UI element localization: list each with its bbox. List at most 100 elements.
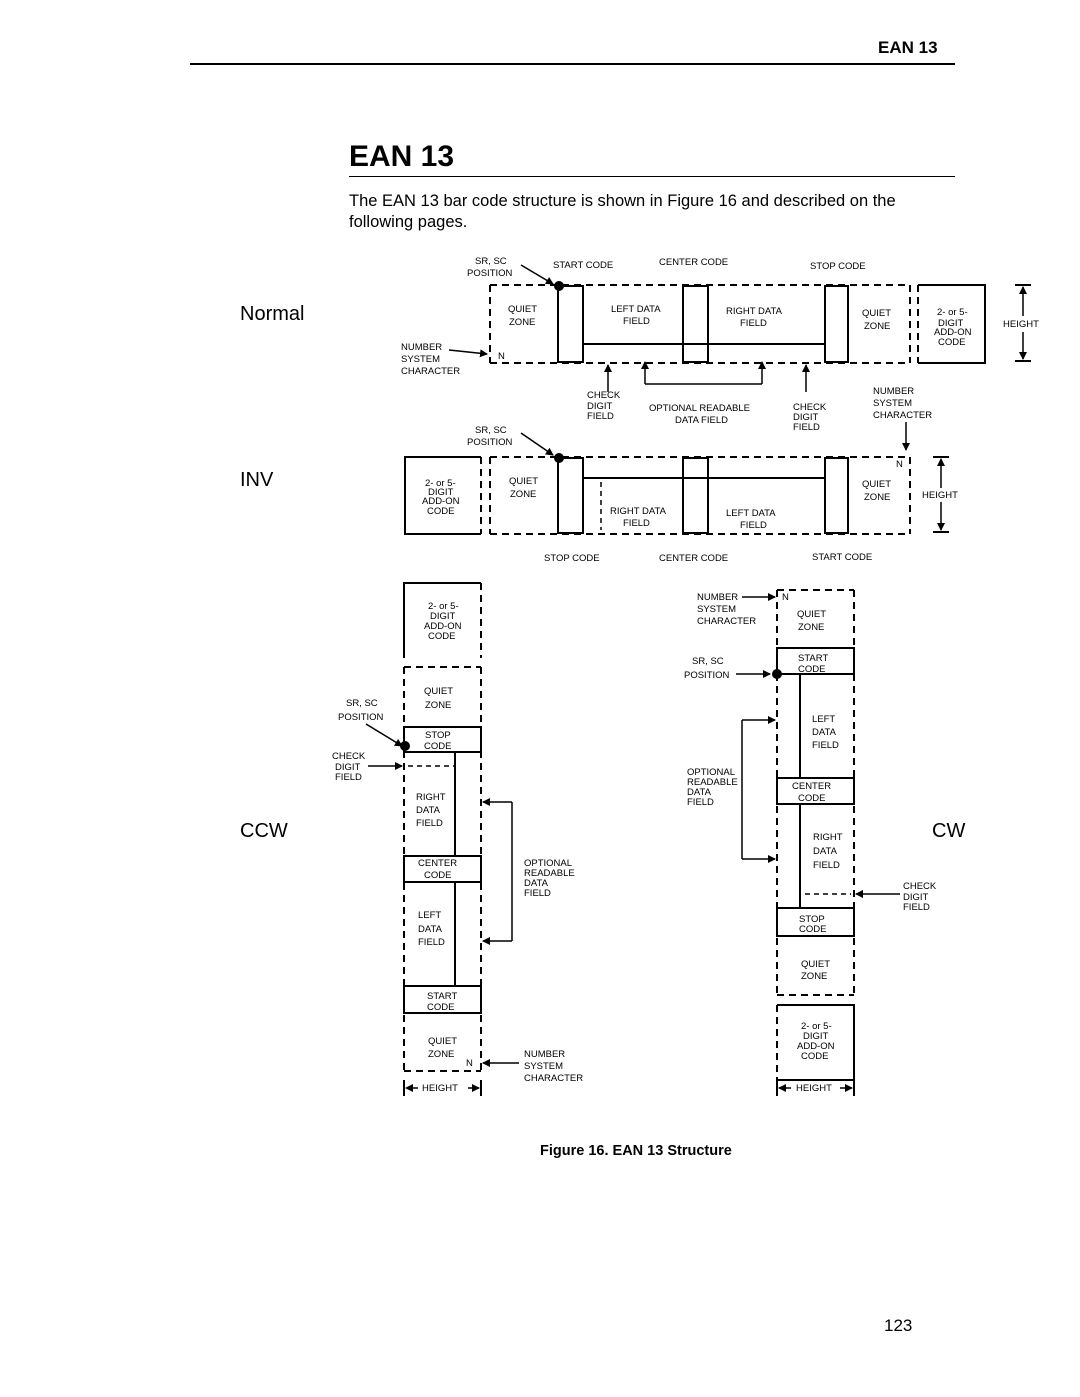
- cw-opt-1: OPTIONAL: [687, 767, 735, 778]
- normal-check-b-2: DIGIT: [793, 412, 819, 423]
- cw-check-3: FIELD: [903, 902, 930, 913]
- ccw-right: RIGHT: [416, 792, 446, 803]
- cw-addon-3: ADD-ON: [797, 1041, 835, 1052]
- normal-check-b-3: FIELD: [793, 422, 820, 433]
- inv-right-field: FIELD: [623, 518, 650, 529]
- normal-optional-1: OPTIONAL READABLE: [649, 403, 750, 414]
- figure-caption: Figure 16. EAN 13 Structure: [540, 1143, 732, 1159]
- cw-opt-4: FIELD: [687, 797, 714, 808]
- ccw-zone-top: ZONE: [425, 700, 451, 711]
- ccw-quiet-top: QUIET: [424, 686, 453, 697]
- ccw-center: CENTER: [418, 858, 457, 869]
- inv-diagram: [404, 432, 949, 535]
- normal-addon-3: ADD-ON: [934, 327, 972, 338]
- inv-addon-4: CODE: [427, 506, 454, 517]
- ccw-left-field: FIELD: [418, 937, 445, 948]
- cw-nsc-2: SYSTEM: [697, 604, 736, 615]
- ccw-opt-2: READABLE: [524, 868, 575, 879]
- cw-center: CENTER: [792, 781, 831, 792]
- normal-check-2: DIGIT: [587, 401, 613, 412]
- ccw-left: LEFT: [418, 910, 441, 921]
- ccw-n: N: [466, 1058, 473, 1069]
- ccw-opt-4: FIELD: [524, 888, 551, 899]
- cw-center-code: CODE: [798, 793, 825, 804]
- normal-position: POSITION: [467, 268, 513, 279]
- ccw-height: HEIGHT: [422, 1083, 458, 1094]
- inv-height: HEIGHT: [922, 490, 958, 501]
- normal-nsc-2: SYSTEM: [401, 354, 440, 365]
- normal-quiet-right: QUIET: [862, 308, 891, 319]
- cw-right-field: FIELD: [813, 860, 840, 871]
- cw-left-field: FIELD: [812, 740, 839, 751]
- inv-labels: SR, SC POSITION 2- or 5- DIGIT ADD-ON CO…: [422, 425, 958, 564]
- ccw-zone-bottom: ZONE: [428, 1049, 454, 1060]
- normal-right-data: RIGHT DATA: [726, 306, 783, 317]
- normal-height: HEIGHT: [1003, 319, 1039, 330]
- label-inv: INV: [240, 469, 274, 491]
- cw-check-2: DIGIT: [903, 892, 929, 903]
- normal-n: N: [498, 351, 505, 362]
- cw-zone-bottom: ZONE: [801, 971, 827, 982]
- cw-right-data: DATA: [813, 846, 838, 857]
- normal-addon-1: 2- or 5-: [937, 307, 968, 318]
- cw-nsc-3: CHARACTER: [697, 616, 756, 627]
- inv-position: POSITION: [467, 437, 513, 448]
- normal-start-code: START CODE: [553, 260, 613, 271]
- ccw-diagram: [365, 582, 519, 1096]
- ccw-check-2: DIGIT: [335, 762, 361, 773]
- cw-zone-top: ZONE: [798, 622, 824, 633]
- ccw-addon-2: DIGIT: [430, 611, 456, 622]
- ccw-stop-code: CODE: [424, 741, 451, 752]
- inv-start-code: START CODE: [812, 552, 872, 563]
- ccw-check-1: CHECK: [332, 751, 366, 762]
- normal-sr-sc: SR, SC: [475, 256, 507, 267]
- inv-zone-right: ZONE: [864, 492, 890, 503]
- ccw-opt-3: DATA: [524, 878, 549, 889]
- inv-stop-code: STOP CODE: [544, 553, 600, 564]
- cw-height: HEIGHT: [796, 1083, 832, 1094]
- cw-diagram: [736, 589, 900, 1096]
- label-cw: CW: [932, 820, 966, 842]
- normal-nsc-3: CHARACTER: [401, 366, 460, 377]
- inv-addon-2: DIGIT: [428, 487, 454, 498]
- normal-nsc-b-3: CHARACTER: [873, 410, 932, 421]
- cw-n: N: [782, 592, 789, 603]
- section-title: EAN 13: [349, 140, 455, 173]
- page-number: 123: [884, 1316, 913, 1335]
- inv-addon-3: ADD-ON: [422, 496, 460, 507]
- normal-zone-right: ZONE: [864, 321, 890, 332]
- normal-zone-left: ZONE: [509, 317, 535, 328]
- ccw-start-code: CODE: [427, 1002, 454, 1013]
- cw-addon-4: CODE: [801, 1051, 828, 1062]
- cw-sr-sc: SR, SC: [692, 656, 724, 667]
- normal-nsc-b-1: NUMBER: [873, 386, 914, 397]
- cw-stop-code: CODE: [799, 924, 826, 935]
- ccw-addon-4: CODE: [428, 631, 455, 642]
- cw-right: RIGHT: [813, 832, 843, 843]
- inv-left-data: LEFT DATA: [726, 508, 776, 519]
- normal-quiet-left: QUIET: [508, 304, 537, 315]
- normal-addon-2: DIGIT: [938, 318, 964, 329]
- normal-nsc-b-2: SYSTEM: [873, 398, 912, 409]
- inv-left-field: FIELD: [740, 520, 767, 531]
- ccw-right-field: FIELD: [416, 818, 443, 829]
- ccw-opt-1: OPTIONAL: [524, 858, 572, 869]
- cw-stop: STOP: [799, 914, 825, 925]
- intro-paragraph: The EAN 13 bar code structure is shown i…: [349, 192, 896, 231]
- label-normal: Normal: [240, 303, 305, 325]
- ccw-check-3: FIELD: [335, 772, 362, 783]
- cw-nsc-1: NUMBER: [697, 592, 738, 603]
- ccw-sr-sc: SR, SC: [346, 698, 378, 709]
- inv-center-code: CENTER CODE: [659, 553, 728, 564]
- cw-addon-1: 2- or 5-: [801, 1021, 832, 1032]
- ccw-quiet-bottom: QUIET: [428, 1036, 457, 1047]
- normal-check-3: FIELD: [587, 411, 614, 422]
- ccw-nsc-2: SYSTEM: [524, 1061, 563, 1072]
- label-ccw: CCW: [240, 820, 288, 842]
- normal-check-b-1: CHECK: [793, 402, 827, 413]
- cw-position: POSITION: [684, 670, 730, 681]
- normal-left-field: FIELD: [623, 316, 650, 327]
- inv-quiet-left: QUIET: [509, 476, 538, 487]
- ccw-addon-1: 2- or 5-: [428, 601, 459, 612]
